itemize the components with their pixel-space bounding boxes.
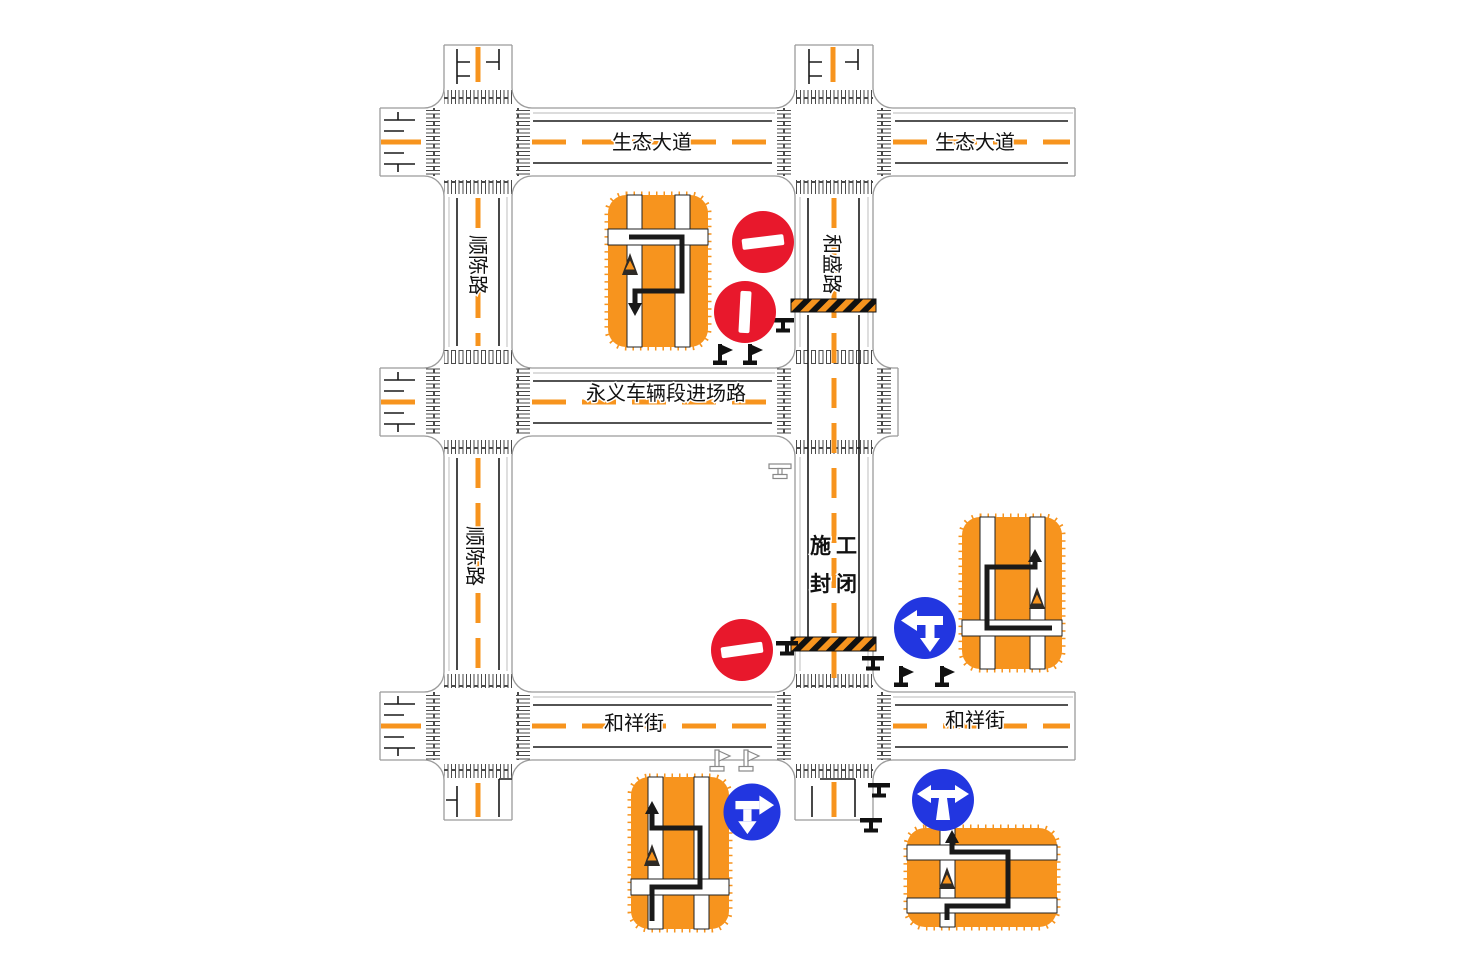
- construction-barrier-north: [790, 298, 877, 313]
- stub-lane-marks: [384, 49, 859, 817]
- detour-route-arrow-path: [649, 814, 703, 921]
- turn-right-arrow-icon: [735, 795, 775, 835]
- flag-marker: [743, 344, 763, 365]
- flag-marker: [935, 666, 955, 687]
- road-edges: [379, 44, 1076, 821]
- lane-markings: [384, 49, 1068, 817]
- mandatory-left-down-sign: [894, 597, 956, 659]
- mandatory-left-right-sign: [912, 769, 974, 831]
- detour-route-sign-bottom-right: [903, 824, 1061, 931]
- road-label-hexiang-east: 和祥街: [945, 709, 1005, 732]
- closure-text-line2: 封闭: [810, 572, 862, 596]
- no-entry-bar: [741, 234, 785, 250]
- center-line-dashed-vertical: [475, 198, 837, 684]
- sign-post-marker: [772, 318, 794, 333]
- closure-text-line1: 施工: [810, 534, 862, 558]
- mandatory-right-down-sign: [723, 783, 781, 841]
- lane-lines: [456, 120, 1068, 748]
- corner-fillet-arcs: [423, 87, 894, 781]
- turn-left-arrow-icon: [901, 610, 943, 652]
- detour-route-arrow-path: [944, 842, 1011, 920]
- road-label-hesheng: 和盛路: [820, 234, 843, 294]
- no-entry-sign: [711, 619, 773, 681]
- mandatory-direction-signs: [723, 597, 974, 841]
- no-entry-sign: [714, 281, 776, 343]
- road-label-shunchen-south: 顺陈路: [463, 526, 486, 586]
- road-label-shengtai-west: 生态大道: [612, 131, 692, 154]
- detour-route-arrow-path: [984, 559, 1052, 631]
- no-entry-bar: [738, 290, 752, 334]
- turn-left-or-right-arrow-icon: [917, 785, 969, 820]
- inner-curb-lines: [448, 112, 1073, 698]
- center-line-dashed-horizontal: [532, 139, 1070, 729]
- road-end-caps: [379, 44, 1076, 821]
- crosswalks: [426, 90, 891, 778]
- road-labels: 生态大道 生态大道 永义车辆段进场路 和祥街 和祥街 顺陈路 顺陈路 和盛路 施…: [462, 130, 1017, 737]
- detour-sign-board: [631, 777, 729, 929]
- sign-post-marker-light: [768, 463, 792, 480]
- road-label-yongyi: 永义车辆段进场路: [586, 382, 746, 405]
- detour-route-arrow-path: [629, 234, 685, 303]
- no-entry-bar: [720, 641, 764, 659]
- mandatory-circle: [894, 597, 956, 659]
- no-entry-signs: [711, 211, 794, 681]
- flag-marker: [713, 344, 733, 365]
- flag-marker: [894, 666, 914, 687]
- road-label-shunchen-north: 顺陈路: [466, 235, 489, 295]
- sign-post-marker: [860, 818, 882, 833]
- road-label-hexiang-west: 和祥街: [604, 712, 664, 735]
- center-line-solid: [381, 47, 837, 817]
- crosswalk-vertical-bands: [426, 108, 891, 760]
- sign-post-marker: [862, 656, 884, 671]
- road-label-shengtai-east: 生态大道: [935, 131, 1015, 154]
- center-lines: [381, 47, 1070, 817]
- detour-route-sign-bottom-middle: [627, 773, 733, 933]
- barricades: [790, 298, 877, 652]
- sign-post-marker: [868, 783, 890, 798]
- detour-sign-board: [608, 195, 708, 347]
- detour-sign-board: [962, 517, 1062, 669]
- road-border-lines: [380, 45, 1075, 820]
- no-entry-sign: [732, 211, 794, 273]
- mandatory-circle: [723, 783, 781, 841]
- detour-route-sign-top: [604, 191, 712, 351]
- construction-barrier-south: [790, 636, 877, 652]
- detour-route-sign-right: [958, 513, 1066, 673]
